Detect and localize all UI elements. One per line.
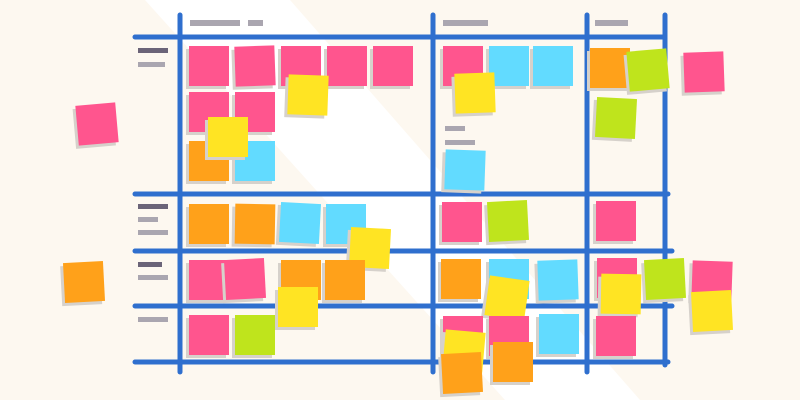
label-placeholder-bar: [138, 62, 165, 67]
sticky-note-yellow: [688, 289, 734, 336]
sticky-note-orange: [438, 259, 481, 302]
sticky-note-orange: [186, 204, 229, 247]
sticky-note-paper: [594, 96, 638, 140]
sticky-note-pink: [231, 45, 276, 90]
sticky-note-paper: [223, 257, 267, 301]
sticky-note-paper: [348, 226, 392, 270]
label-placeholder-bar: [445, 126, 465, 131]
sticky-note-orange: [587, 48, 630, 91]
sticky-note-paper: [486, 199, 530, 243]
sticky-note-yellow: [275, 287, 318, 330]
sticky-note-paper: [441, 259, 481, 299]
sticky-notes: [60, 45, 734, 398]
label-placeholder-bar: [138, 230, 168, 235]
sticky-note-paper: [537, 259, 579, 301]
sticky-note-orange: [231, 203, 276, 248]
sticky-note-paper: [189, 46, 229, 86]
sticky-note-paper: [444, 149, 486, 191]
sticky-note-paper: [234, 203, 276, 245]
label-placeholder-bar: [248, 20, 263, 26]
sticky-note-yellow: [205, 117, 248, 160]
sticky-note-cyan: [323, 204, 366, 247]
label-placeholder-bar: [138, 204, 168, 209]
label-placeholder-bar: [138, 317, 168, 322]
label-placeholder-bar: [138, 275, 168, 280]
label-placeholder-bar: [443, 20, 488, 26]
sticky-note-cyan: [530, 46, 573, 89]
sticky-note-pink: [593, 201, 636, 244]
sticky-note-cyan: [486, 46, 529, 89]
sticky-note-paper: [596, 316, 636, 356]
sticky-note-paper: [690, 289, 734, 333]
sticky-note-paper: [62, 260, 106, 304]
sticky-note-cyan: [275, 201, 322, 247]
sticky-note-yellow: [597, 273, 642, 318]
sticky-note-paper: [278, 201, 322, 245]
sticky-note-paper: [234, 45, 276, 87]
sticky-note-paper: [683, 51, 725, 93]
label-placeholder-bar: [138, 217, 158, 222]
sticky-note-pink: [680, 51, 725, 96]
sticky-note-pink: [324, 46, 367, 89]
sticky-note-paper: [539, 314, 579, 354]
sticky-note-lime: [623, 48, 670, 95]
sticky-note-paper: [484, 275, 530, 321]
label-placeholder-bar: [445, 140, 475, 145]
sticky-note-paper: [189, 315, 229, 355]
sticky-note-paper: [643, 257, 687, 301]
label-placeholder-bar: [138, 262, 162, 267]
sticky-note-orange: [490, 342, 533, 385]
sticky-note-orange: [322, 260, 365, 303]
sticky-note-paper: [235, 315, 275, 355]
sticky-note-paper: [596, 201, 636, 241]
label-placeholder-bar: [595, 20, 628, 26]
sticky-note-pink: [186, 46, 229, 89]
sticky-note-paper: [75, 102, 119, 146]
sticky-note-lime: [484, 199, 530, 246]
sticky-note-orange: [438, 351, 484, 398]
sticky-note-lime: [232, 315, 275, 358]
sticky-note-paper: [189, 204, 229, 244]
sticky-note-paper: [440, 351, 484, 395]
sticky-note-paper: [489, 46, 529, 86]
label-placeholder-bar: [190, 20, 240, 26]
sticky-note-paper: [590, 48, 630, 88]
sticky-note-paper: [600, 273, 642, 315]
sticky-note-paper: [626, 48, 670, 92]
sticky-note-paper: [454, 72, 496, 114]
sticky-note-yellow: [481, 275, 530, 324]
sticky-note-pink: [370, 46, 413, 89]
sticky-note-cyan: [441, 149, 486, 194]
sticky-note-yellow: [451, 72, 496, 117]
sticky-note-paper: [327, 46, 367, 86]
sticky-note-pink: [186, 315, 229, 358]
sticky-note-paper: [278, 287, 318, 327]
label-placeholder-bar: [138, 48, 168, 53]
sticky-note-cyan: [536, 314, 579, 357]
sticky-note-cyan: [232, 141, 275, 184]
sticky-note-paper: [493, 342, 533, 382]
sticky-note-pink: [439, 202, 482, 245]
sticky-note-pink: [593, 316, 636, 359]
sticky-note-pink: [221, 257, 267, 304]
sticky-note-paper: [442, 202, 482, 242]
sticky-note-cyan: [534, 259, 579, 304]
sticky-note-paper: [533, 46, 573, 86]
sticky-note-pink: [72, 102, 119, 149]
sticky-note-paper: [208, 117, 248, 157]
sticky-note-paper: [325, 260, 365, 300]
sticky-note-orange: [60, 260, 106, 307]
sticky-note-yellow: [284, 74, 329, 119]
sticky-note-paper: [373, 46, 413, 86]
sticky-note-lime: [641, 257, 687, 304]
sticky-note-paper: [287, 74, 329, 116]
sticky-note-lime: [591, 96, 638, 142]
